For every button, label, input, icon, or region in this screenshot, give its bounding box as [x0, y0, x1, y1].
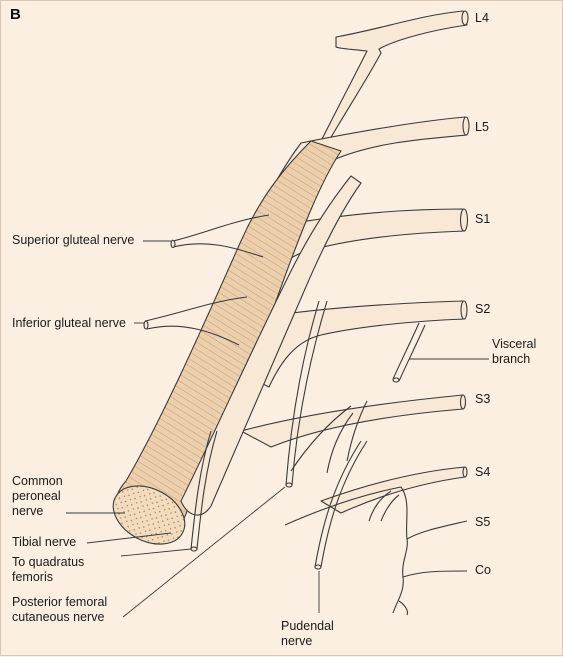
- quadratus-branch: [190, 430, 212, 550]
- label-quadratus: To quadratus femoris: [12, 555, 85, 584]
- root-label-s2: S2: [475, 302, 491, 316]
- leader-posterior-cutaneous: [122, 486, 286, 618]
- label-visceral-branch: Visceral branch: [492, 337, 537, 366]
- coccygeal-nerves: [392, 486, 408, 614]
- visceral-branch: [392, 322, 420, 380]
- root-label-co: Co: [475, 563, 491, 577]
- label-superior-gluteal: Superior gluteal nerve: [12, 233, 135, 247]
- label-inferior-gluteal: Inferior gluteal nerve: [12, 316, 126, 330]
- root-label-s3: S3: [475, 392, 491, 406]
- root-label-l4: L4: [475, 11, 489, 25]
- pudendal-branch: [314, 440, 362, 568]
- root-label-l5: L5: [475, 120, 489, 134]
- label-common-peroneal: Common peroneal nerve: [12, 474, 63, 518]
- tibial-component: [180, 175, 362, 516]
- leader-tibial: [86, 532, 172, 544]
- label-pudendal: Pudendal nerve: [281, 619, 334, 648]
- inferior-gluteal-branch: [144, 296, 248, 322]
- leader-quadratus: [120, 548, 192, 557]
- label-posterior-cutaneous: Posterior femoral cutaneous nerve: [12, 595, 108, 624]
- root-l4-nerve: [316, 10, 468, 152]
- panel-letter: B: [10, 6, 21, 23]
- root-label-s1: S1: [475, 212, 491, 226]
- trunk-cut-end: [112, 485, 186, 545]
- root-label-s5: S5: [475, 515, 491, 529]
- superior-gluteal-branch: [172, 214, 270, 242]
- posterior-cutaneous-branch: [285, 300, 320, 486]
- root-label-s4: S4: [475, 465, 491, 479]
- label-tibial: Tibial nerve: [12, 535, 77, 549]
